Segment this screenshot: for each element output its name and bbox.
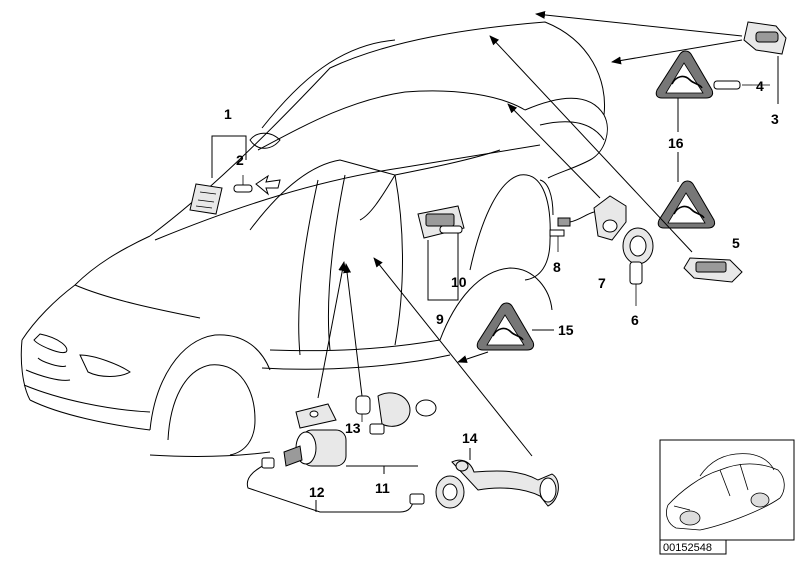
label-part-10: 10 [451, 274, 467, 290]
arrow-hint-1 [255, 174, 281, 196]
thumbnail-car [666, 453, 785, 531]
part-10-bulb [439, 225, 463, 270]
label-part-13: 13 [345, 420, 361, 436]
label-part-7: 7 [598, 275, 606, 291]
part-6-lamp-housing [622, 227, 654, 296]
part-8-connector [549, 211, 595, 252]
part-1-interior-lamp [189, 135, 247, 215]
warning-triangle-16b [657, 180, 716, 229]
part-11-actuator [283, 403, 418, 474]
label-part-16: 16 [668, 135, 684, 151]
label-part-9: 9 [436, 311, 444, 327]
label-part-1: 1 [224, 106, 232, 122]
label-part-2: 2 [236, 152, 244, 168]
part-3-trunk-lamp [743, 21, 787, 104]
part-4-bulb [713, 80, 752, 90]
label-part-8: 8 [553, 259, 561, 275]
assembly-arrows [317, 10, 743, 457]
label-part-11: 11 [375, 480, 390, 496]
label-part-14: 14 [462, 430, 478, 446]
part-14-lamp-tube [435, 448, 559, 509]
label-part-3: 3 [771, 111, 779, 127]
reference-number: 00152548 [663, 542, 712, 554]
part-2-bulb [233, 175, 253, 193]
label-part-5: 5 [732, 235, 740, 251]
thumbnail-inset: 00152548 [659, 439, 795, 555]
car-outline [20, 21, 608, 457]
warning-triangle-15 [476, 302, 554, 351]
label-part-15: 15 [558, 322, 574, 338]
part-12-cable [246, 457, 425, 513]
label-part-12: 12 [309, 484, 325, 500]
warning-triangle-16a [655, 50, 714, 99]
label-part-4: 4 [756, 78, 764, 94]
part-13-bulb-socket [355, 392, 437, 435]
label-part-6: 6 [631, 312, 639, 328]
part-5-license-lamp [683, 257, 743, 283]
part-7-cover [593, 195, 627, 241]
